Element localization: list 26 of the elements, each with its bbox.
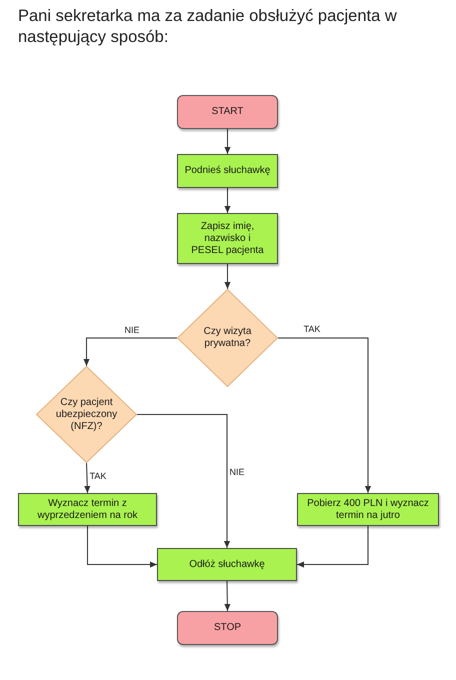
arrow <box>87 526 158 568</box>
edge-label: NIE <box>124 325 140 335</box>
arrow <box>224 188 231 214</box>
terminal-box: START <box>177 95 278 129</box>
arrow <box>224 264 231 290</box>
edge-label: NIE <box>228 467 246 477</box>
decision-diamond <box>177 289 278 387</box>
arrow <box>278 338 372 494</box>
arrow <box>224 128 231 154</box>
edge-label: TAK <box>88 471 108 481</box>
process-box: Pobierz 400 PLN i wyznacz termin na jutro <box>297 493 439 526</box>
process-box: Podnieś słuchawkę <box>177 154 278 188</box>
arrow <box>224 580 230 612</box>
decision-diamond <box>36 366 137 463</box>
process-box: Wyznacz termin z wyprzedzeniem na rok <box>18 493 157 526</box>
edge-label: TAK <box>302 324 322 334</box>
arrow <box>136 414 230 548</box>
title: Pani sekretarka ma za zadanie obsłużyć pacjenta w następujący sposób: <box>18 6 398 48</box>
process-box: Odłóż słuchawkę <box>157 548 297 581</box>
arrow <box>296 526 368 568</box>
arrow <box>84 462 90 494</box>
process-box: Zapisz imię, nazwisko i PESEL pacjenta <box>177 213 278 264</box>
decision-text: Czy wizyta prywatna? <box>202 326 252 350</box>
terminal-box: STOP <box>177 611 278 645</box>
decision-text: Czy pacjent ubezpieczony (NFZ)? <box>54 396 118 432</box>
arrow <box>83 338 178 366</box>
